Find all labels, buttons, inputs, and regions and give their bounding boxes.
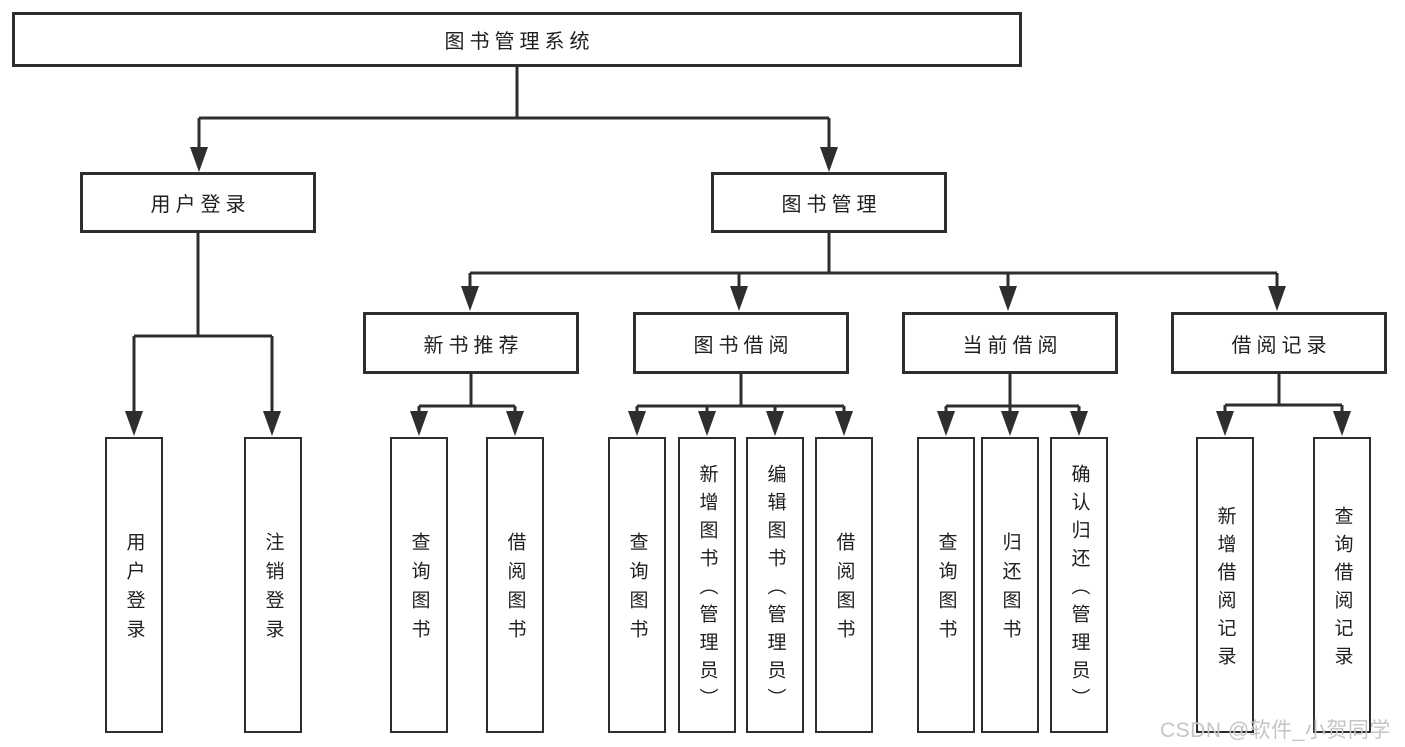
arrow-down-icon xyxy=(1268,286,1286,311)
leaf-label: 编辑图书（管理员） xyxy=(764,463,786,716)
connector-root-to-level2 xyxy=(190,67,838,172)
arrow-down-icon xyxy=(730,286,748,311)
node-label: 借阅记录 xyxy=(1231,334,1332,357)
leaf-label: 确认归还（管理员） xyxy=(1068,463,1090,716)
leaf-query-books-current: 查询图书 xyxy=(917,437,975,733)
arrow-down-icon xyxy=(835,411,853,436)
arrow-down-icon xyxy=(506,411,524,436)
arrow-down-icon xyxy=(937,411,955,436)
arrow-down-icon xyxy=(1333,411,1351,436)
leaf-edit-book-admin: 编辑图书（管理员） xyxy=(746,437,804,733)
leaf-label: 新增图书（管理员） xyxy=(696,463,718,716)
leaf-label: 借阅图书 xyxy=(833,532,855,648)
leaf-label: 查询图书 xyxy=(935,532,957,648)
node-new-book-recommend: 新书推荐 xyxy=(363,312,579,374)
leaf-label: 归还图书 xyxy=(999,532,1021,648)
leaf-label: 用户登录 xyxy=(123,532,145,648)
leaf-confirm-return-admin: 确认归还（管理员） xyxy=(1050,437,1108,733)
leaf-add-book-admin: 新增图书（管理员） xyxy=(678,437,736,733)
arrow-down-icon xyxy=(628,411,646,436)
arrow-down-icon xyxy=(766,411,784,436)
node-label: 新书推荐 xyxy=(423,334,524,357)
leaf-return-book: 归还图书 xyxy=(981,437,1039,733)
connector-new-book-children xyxy=(410,374,524,436)
leaf-label: 查询借阅记录 xyxy=(1331,505,1353,674)
node-book-management: 图书管理 xyxy=(711,172,947,233)
node-label: 当前借阅 xyxy=(962,334,1063,357)
arrow-down-icon xyxy=(698,411,716,436)
connector-book-mgmt-to-groups xyxy=(461,233,1286,311)
leaf-label: 查询图书 xyxy=(408,532,430,648)
leaf-label: 注销登录 xyxy=(262,532,284,648)
arrow-down-icon xyxy=(1070,411,1088,436)
leaf-logout: 注销登录 xyxy=(244,437,302,733)
node-user-login: 用户登录 xyxy=(80,172,316,233)
node-library-management-system: 图书管理系统 xyxy=(12,12,1022,67)
csdn-watermark: CSDN @软件_小贺同学 xyxy=(1160,719,1391,742)
arrow-down-icon xyxy=(1001,411,1019,436)
arrow-down-icon xyxy=(410,411,428,436)
node-borrowing-records: 借阅记录 xyxy=(1171,312,1387,374)
arrow-down-icon xyxy=(461,286,479,311)
arrow-down-icon xyxy=(999,286,1017,311)
leaf-label: 借阅图书 xyxy=(504,532,526,648)
leaf-query-borrow-record: 查询借阅记录 xyxy=(1313,437,1371,733)
arrow-down-icon xyxy=(125,411,143,436)
arrow-down-icon xyxy=(1216,411,1234,436)
leaf-add-borrow-record: 新增借阅记录 xyxy=(1196,437,1254,733)
leaf-query-books-borrow: 查询图书 xyxy=(608,437,666,733)
arrow-down-icon xyxy=(263,411,281,436)
node-label: 图书借阅 xyxy=(693,334,794,357)
leaf-user-login: 用户登录 xyxy=(105,437,163,733)
leaf-label: 新增借阅记录 xyxy=(1214,505,1236,674)
leaf-label: 查询图书 xyxy=(626,532,648,648)
connector-user-login-children xyxy=(125,233,281,436)
arrow-down-icon xyxy=(190,147,208,172)
connector-book-borrow-children xyxy=(628,374,853,436)
leaf-borrow-books: 借阅图书 xyxy=(815,437,873,733)
arrow-down-icon xyxy=(820,147,838,172)
node-book-borrowing: 图书借阅 xyxy=(633,312,849,374)
node-current-borrowing: 当前借阅 xyxy=(902,312,1118,374)
connector-current-borrow-children xyxy=(937,374,1088,436)
node-label: 用户登录 xyxy=(150,194,251,216)
leaf-borrow-books-recommend: 借阅图书 xyxy=(486,437,544,733)
node-label: 图书管理系统 xyxy=(444,31,595,53)
connector-borrow-records-children xyxy=(1216,374,1351,436)
leaf-query-books-recommend: 查询图书 xyxy=(390,437,448,733)
node-label: 图书管理 xyxy=(781,194,882,216)
